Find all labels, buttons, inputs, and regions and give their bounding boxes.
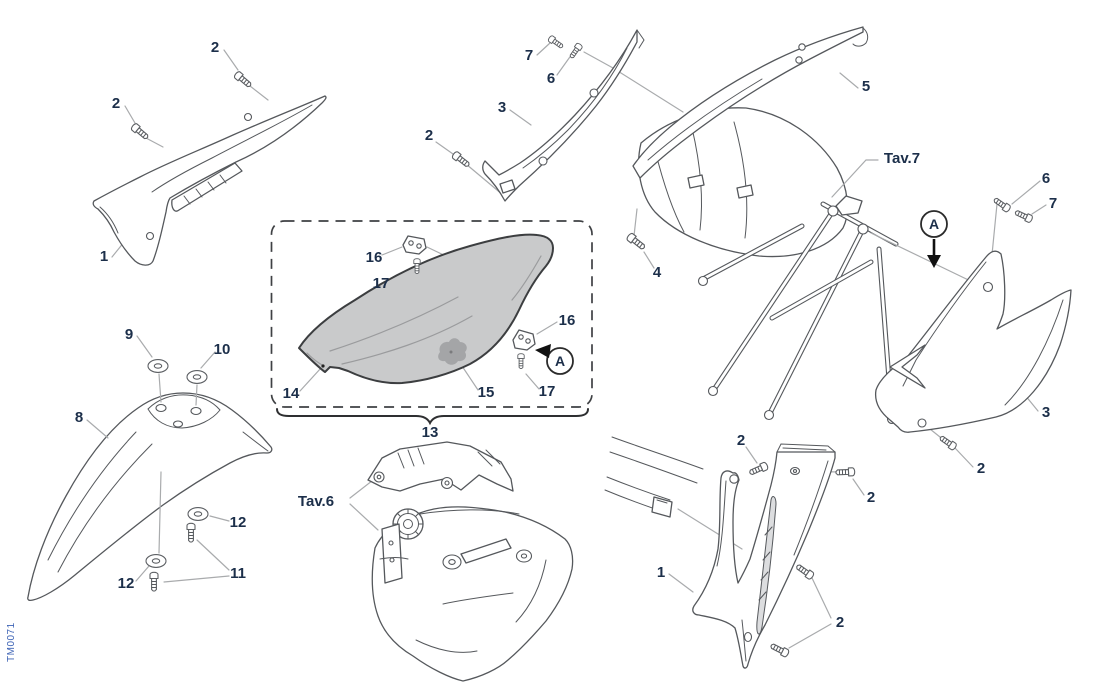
leader-lines-rear-fender <box>633 72 859 269</box>
part-front-fender: 9 10 8 12 11 12 <box>27 326 273 602</box>
callout-front-fender-washer-lower-front: 12 <box>118 575 135 592</box>
callout-shroud-left-panel: 1 <box>100 248 108 265</box>
callout-side-panel-right-panel: 3 <box>1042 404 1050 421</box>
screw-icon <box>149 571 159 592</box>
screw-icon <box>835 467 856 477</box>
detail-marker-a-seat: A <box>535 344 574 375</box>
screw-icon <box>546 34 565 51</box>
callout-seat-bracket-rear: 16 <box>559 312 576 329</box>
part-side-panel-left: 7 6 3 2 <box>425 29 684 202</box>
callout-seat-pad: 15 <box>478 384 495 401</box>
callout-front-fender-washer-front: 9 <box>125 326 133 343</box>
detail-a-letter: A <box>929 216 939 232</box>
screw-icon <box>937 433 958 452</box>
screw-icon <box>991 195 1012 214</box>
callout-side-panel-left-washer: 6 <box>547 70 555 87</box>
callout-shroud-right-screw-upper-left: 2 <box>737 432 745 449</box>
callout-shroud-right-panel: 1 <box>657 564 665 581</box>
detail-a-circle <box>920 210 948 238</box>
screw-icon <box>747 461 770 478</box>
screw-icon <box>768 641 791 659</box>
callout-seat-screw-front: 17 <box>373 275 390 292</box>
callout-shroud-left-screw-lower: 2 <box>112 95 120 112</box>
part-fuel-tank-group: Tav.6 <box>298 441 574 682</box>
callout-front-fender-washer-lower-rear: 12 <box>230 514 247 531</box>
detail-marker-a-right: A <box>870 210 986 289</box>
callout-seat-screw-rear: 17 <box>539 383 556 400</box>
screw-icon <box>232 70 254 90</box>
vent-slats-panel <box>171 162 243 212</box>
callout-side-panel-right-bolt: 7 <box>1049 195 1057 212</box>
callout-shroud-right-screws-lower: 2 <box>836 614 844 631</box>
washer-icon <box>147 359 169 373</box>
callout-seat-bracket-front: 16 <box>366 249 383 266</box>
callout-shroud-right-screw-upper-right: 2 <box>867 489 875 506</box>
screw-icon <box>1013 208 1034 224</box>
frame-tubes <box>604 436 704 518</box>
screw-icon <box>129 122 151 142</box>
callout-shroud-left-screw-upper: 2 <box>211 39 219 56</box>
arrow-down-icon <box>927 255 941 268</box>
washer-icon <box>145 554 167 568</box>
callout-front-fender-washer-rear: 10 <box>214 341 231 358</box>
part-rear-fender: 5 4 <box>625 26 870 281</box>
callout-side-panel-right-screw: 2 <box>977 460 985 477</box>
seat-bracket-front <box>402 235 427 255</box>
part-shroud-right: 2 2 1 2 <box>604 432 875 669</box>
callout-side-panel-left-bolt: 7 <box>525 47 533 64</box>
callout-side-panel-left-panel: 3 <box>498 99 506 116</box>
screw-icon <box>517 353 525 370</box>
leader-tav7 <box>831 159 879 198</box>
washer-icon <box>186 370 208 384</box>
ref-label-tav7: Tav.7 <box>884 150 920 167</box>
callout-rear-fender: 5 <box>862 78 870 95</box>
washer-icon <box>187 507 209 521</box>
detail-a-letter: A <box>555 353 565 369</box>
drawing-code: TM0071 <box>6 622 17 662</box>
screw-icon <box>625 231 648 252</box>
seat-logo-patch <box>438 338 467 365</box>
screw-icon <box>794 562 816 581</box>
leader-lines-front-fender <box>86 335 230 583</box>
screw-icon <box>413 258 421 275</box>
screw-icon <box>186 522 196 543</box>
callout-side-panel-left-screw: 2 <box>425 127 433 144</box>
rear-fender-blade <box>632 26 864 179</box>
part-side-panel-right: 6 7 3 2 <box>874 170 1072 477</box>
screw-icon <box>450 150 472 170</box>
frame-clamp <box>651 496 673 518</box>
seat-detail-box: 13 <box>270 220 593 441</box>
front-fender-blade <box>27 392 273 602</box>
panel-inner-vent <box>756 496 777 635</box>
seat-body <box>298 233 554 385</box>
assembly-brace <box>276 408 589 426</box>
under-fender <box>638 107 849 258</box>
callout-front-fender-bolt: 11 <box>230 565 246 582</box>
screw-icon <box>567 41 584 60</box>
callout-seat: 14 <box>283 385 300 402</box>
callout-front-fender: 8 <box>75 409 83 426</box>
callout-seat-assembly: 13 <box>422 424 439 441</box>
callout-side-panel-right-washer: 6 <box>1042 170 1050 187</box>
seat-bracket-rear <box>512 329 536 351</box>
arrow-left-icon <box>535 344 551 358</box>
airbox <box>367 441 514 492</box>
part-seat: A 16 17 16 17 15 14 <box>283 233 576 402</box>
callout-rear-fender-screw: 4 <box>653 264 662 281</box>
part-shroud-left: 2 2 1 <box>92 39 327 266</box>
panel-chevron-cutout <box>889 344 926 389</box>
ref-label-tav6: Tav.6 <box>298 493 334 510</box>
